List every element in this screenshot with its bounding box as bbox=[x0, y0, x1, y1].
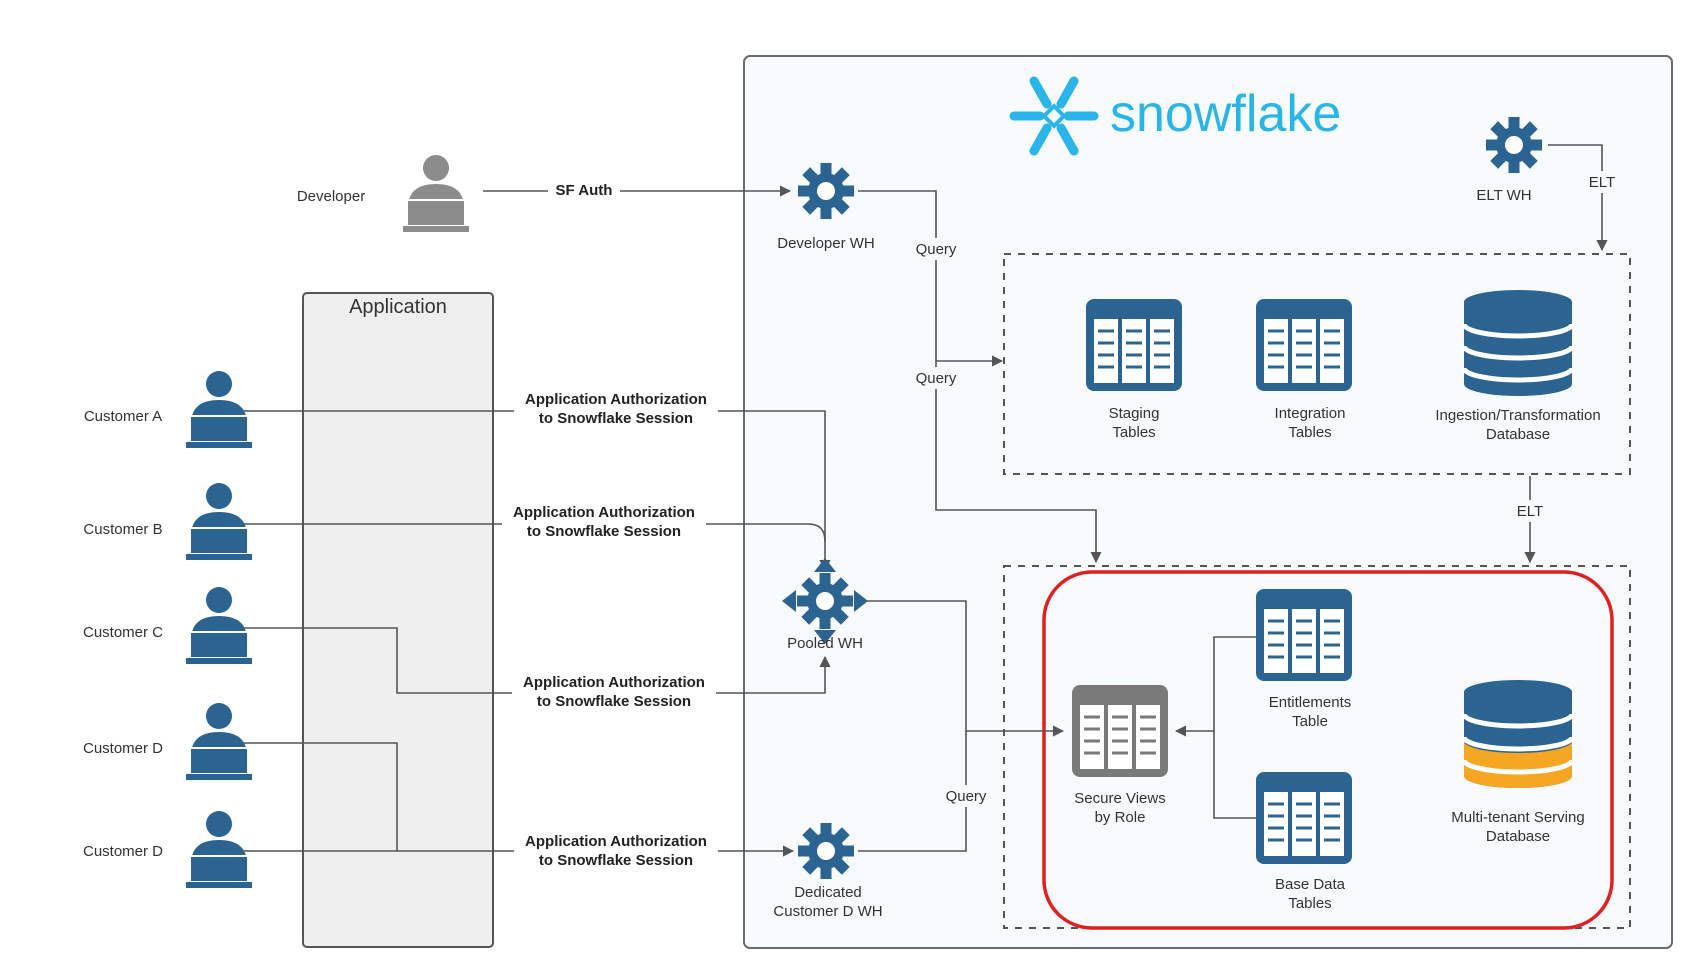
integration-table-icon bbox=[1254, 297, 1354, 393]
dedicated-query-edge bbox=[858, 731, 967, 852]
customer-d1-edge bbox=[233, 742, 398, 851]
auth-label-d-line2: to Snowflake Session bbox=[539, 852, 693, 869]
entitlements-edge bbox=[1174, 636, 1256, 737]
customer-d1-node: Customer D bbox=[83, 702, 253, 781]
elt-wh-label: ELT WH bbox=[1476, 187, 1531, 204]
base-data-edge bbox=[1213, 731, 1256, 819]
customer-b-person-icon bbox=[185, 482, 253, 561]
developer-wh-label: Developer WH bbox=[777, 235, 875, 252]
elt-wh-node: ELT WH bbox=[1476, 117, 1542, 204]
auth-label-c-line1: Application Authorization bbox=[523, 674, 705, 691]
application-panel bbox=[302, 292, 494, 948]
snowflake-icon bbox=[1009, 76, 1099, 156]
elt-wh-edge bbox=[1548, 144, 1608, 252]
customer-b-node: Customer B bbox=[83, 482, 253, 561]
customer-d2-node: Customer D bbox=[83, 810, 253, 889]
ingestion-db-label-line1: Ingestion/Transformation bbox=[1435, 407, 1600, 424]
entitlements-label-line2: Table bbox=[1292, 713, 1328, 730]
serving-container bbox=[1003, 565, 1631, 929]
serving-db-label-line2: Database bbox=[1486, 828, 1550, 845]
staging-label-line2: Tables bbox=[1112, 424, 1155, 441]
staging-table-icon bbox=[1084, 297, 1184, 393]
customer-b-label: Customer B bbox=[83, 521, 162, 538]
developer-node: Developer bbox=[297, 154, 470, 233]
customer-d2-label: Customer D bbox=[83, 843, 163, 860]
customer-d1-person-icon bbox=[185, 702, 253, 781]
developer-query-serving-edge bbox=[935, 361, 1102, 564]
customer-b-edge bbox=[233, 523, 826, 542]
serving-database-node: Multi-tenant Serving Database bbox=[1451, 680, 1585, 845]
auth-label-b-line2: to Snowflake Session bbox=[527, 523, 681, 540]
customer-a-node: Customer A bbox=[84, 370, 253, 449]
elt-label-2: ELT bbox=[1517, 503, 1543, 520]
dedicated-wh-label-line2: Customer D WH bbox=[773, 903, 882, 920]
secure-views-table-icon bbox=[1070, 683, 1170, 779]
secure-views-node: Secure Views by Role bbox=[1070, 683, 1170, 826]
secure-views-label-line2: by Role bbox=[1095, 809, 1146, 826]
ingestion-database-node: Ingestion/Transformation Database bbox=[1435, 290, 1601, 443]
customer-d2-person-icon bbox=[185, 810, 253, 889]
staging-tables-node: Staging Tables bbox=[1084, 297, 1184, 441]
tenant-highlight-box bbox=[1042, 570, 1614, 930]
developer-wh-gear-icon bbox=[798, 163, 854, 219]
customer-a-person-icon bbox=[185, 370, 253, 449]
integration-tables-node: Integration Tables bbox=[1254, 297, 1354, 441]
auth-label-d-line1: Application Authorization bbox=[525, 833, 707, 850]
customer-c-label: Customer C bbox=[83, 624, 163, 641]
customer-c-node: Customer C bbox=[83, 586, 253, 665]
query-label-3: Query bbox=[946, 788, 987, 805]
entitlements-label-line1: Entitlements bbox=[1269, 694, 1352, 711]
entitlements-table-icon bbox=[1254, 587, 1354, 683]
dedicated-wh-gear-icon bbox=[798, 823, 854, 879]
developer-label: Developer bbox=[297, 188, 365, 205]
base-data-table-icon bbox=[1254, 770, 1354, 866]
auth-label-a-line2: to Snowflake Session bbox=[539, 410, 693, 427]
pooled-wh-node: Pooled WH bbox=[782, 558, 868, 652]
customer-c-person-icon bbox=[185, 586, 253, 665]
developer-wh-node: Developer WH bbox=[777, 163, 875, 252]
snowflake-wordmark: snowflake bbox=[1110, 85, 1341, 143]
snowflake-logo: snowflake bbox=[1009, 76, 1341, 156]
serving-db-label-line1: Multi-tenant Serving bbox=[1451, 809, 1584, 826]
developer-query-edge bbox=[858, 190, 1004, 367]
pooled-query-edge bbox=[862, 600, 1065, 737]
sf-auth-label: SF Auth bbox=[556, 182, 613, 199]
ingestion-database-icon bbox=[1461, 290, 1575, 396]
integration-label-line1: Integration bbox=[1275, 405, 1346, 422]
serving-database-icon bbox=[1461, 680, 1575, 788]
pooled-wh-gear-icon bbox=[797, 573, 853, 629]
auth-label-a-line1: Application Authorization bbox=[525, 391, 707, 408]
auth-label-b-line1: Application Authorization bbox=[513, 504, 695, 521]
elt-wh-gear-icon bbox=[1486, 117, 1542, 173]
elt-label-1: ELT bbox=[1589, 174, 1615, 191]
base-data-label-line1: Base Data bbox=[1275, 876, 1346, 893]
developer-person-icon bbox=[402, 154, 470, 233]
base-data-tables-node: Base Data Tables bbox=[1254, 770, 1354, 912]
entitlements-table-node: Entitlements Table bbox=[1254, 587, 1354, 730]
edge-labels: SF Auth Query Query Query ELT ELT Applic… bbox=[502, 171, 1622, 872]
ingestion-container bbox=[1003, 253, 1631, 475]
auth-label-c-line2: to Snowflake Session bbox=[537, 693, 691, 710]
secure-views-label-line1: Secure Views bbox=[1074, 790, 1165, 807]
application-title: Application bbox=[349, 296, 447, 318]
dedicated-wh-node: Dedicated Customer D WH bbox=[773, 823, 883, 920]
integration-label-line2: Tables bbox=[1288, 424, 1331, 441]
query-label-2: Query bbox=[916, 370, 957, 387]
customer-a-label: Customer A bbox=[84, 408, 162, 425]
snowflake-panel bbox=[743, 55, 1673, 949]
query-label-1: Query bbox=[916, 241, 957, 258]
customer-a-edge bbox=[233, 410, 831, 572]
pooled-wh-label: Pooled WH bbox=[787, 635, 863, 652]
base-data-label-line2: Tables bbox=[1288, 895, 1331, 912]
ingestion-db-label-line2: Database bbox=[1486, 426, 1550, 443]
staging-label-line1: Staging bbox=[1109, 405, 1160, 422]
customer-d1-label: Customer D bbox=[83, 740, 163, 757]
dedicated-wh-label-line1: Dedicated bbox=[794, 884, 862, 901]
customer-c-edge bbox=[233, 627, 831, 694]
